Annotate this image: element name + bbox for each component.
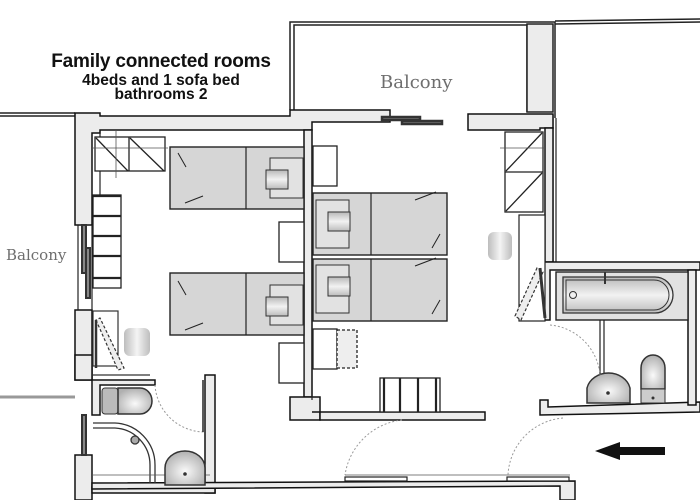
wardrobe-left [92,130,168,178]
title-block: Family connected rooms 4beds and 1 sofa … [30,52,292,102]
title-line-3: bathrooms 2 [114,85,208,103]
title-line-2: 4beds and 1 sofa bed [82,72,240,89]
balcony-top-label: Balcony [380,72,453,93]
window-top [380,115,444,126]
bathtub [555,271,689,321]
corridor-door-arcs [344,417,564,476]
balcony-top [289,18,700,118]
sink-left [164,450,206,486]
corridor-doors [344,474,570,482]
walls [74,109,700,500]
bed-4 [312,257,448,322]
sink-right [586,372,631,404]
bed-2 [169,272,305,336]
bathroom-right-door-arc [549,324,601,376]
entrance-arrow-icon [595,442,665,460]
chair-left [124,328,150,356]
bathroom-left-door-arc [154,380,206,433]
wardrobe-right [500,131,545,213]
radiator-right [379,377,441,413]
bed-1 [169,146,305,210]
tv-right [514,267,547,321]
balcony-left [0,112,75,399]
toilet-right [640,354,666,404]
tv-left [92,310,150,376]
window-bath-left [81,414,87,456]
shelves-left [92,194,122,289]
title-line-1: Family connected rooms [51,51,271,72]
chair-right [488,232,512,260]
bed-3 [312,191,448,256]
sofa-bed [312,328,358,370]
balcony-left-label: Balcony [6,246,67,264]
bedside-tables-left [278,221,305,384]
toilet-left [101,387,153,415]
bedside-table-top-right [312,145,338,187]
window-left [81,224,91,299]
